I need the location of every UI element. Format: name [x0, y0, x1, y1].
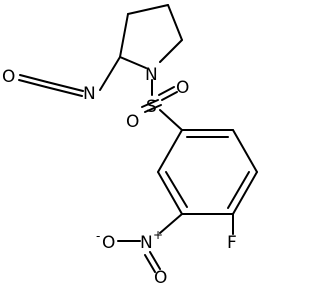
bond-n-o-double-a	[149, 251, 161, 270]
bond-c2-c3	[232, 129, 258, 173]
bond-n-c-iso-1	[46, 81, 84, 92]
benzene-ring	[157, 129, 258, 215]
bond-s-o1-b	[161, 91, 178, 101]
charge-o-nitro-1: -	[96, 229, 100, 243]
bond-c4-c5	[167, 4, 183, 41]
bond-n-o-double-b	[144, 254, 156, 273]
aromatic-inner-3	[165, 171, 188, 208]
atom-o-isocyanate: O	[2, 67, 15, 87]
sulfonyl-group	[141, 79, 183, 131]
bond-s-o2-a	[141, 99, 159, 108]
bond-c2-n-iso	[99, 56, 121, 91]
bond-c6-c1	[157, 129, 183, 173]
atom-o-nitro-2: O	[154, 268, 167, 283]
isocyanate-group	[18, 56, 121, 97]
bond-c5-n	[159, 39, 183, 63]
bond-c3-c4	[127, 4, 169, 15]
atom-s: S	[146, 97, 157, 117]
bond-s-o2-b	[144, 104, 162, 113]
bond-s-aryl	[159, 109, 183, 131]
structure-diagram: N S O O N O N + O - O F	[2, 4, 258, 283]
bond-c3-c4	[232, 171, 258, 215]
bond-s-o1-a	[158, 86, 175, 96]
pyrrolidine-ring	[119, 4, 183, 69]
bond-c2-c3	[119, 13, 129, 58]
atom-o-nitro-1: O	[102, 233, 115, 253]
atom-n-nitro: N	[140, 233, 153, 253]
atom-o-sulfonyl-1: O	[176, 78, 189, 98]
charge-n-nitro: +	[153, 228, 163, 242]
atom-n-ring: N	[145, 65, 158, 85]
bond-c5-c6	[157, 171, 183, 215]
aromatic-inner-2	[227, 171, 250, 209]
bond-c-n-nitro	[159, 213, 183, 234]
bond-n-c-iso-2	[45, 86, 83, 97]
nitro-group	[117, 213, 183, 273]
bond-c-o-iso-1	[19, 74, 48, 83]
atom-o-sulfonyl-2: O	[126, 112, 139, 132]
atom-n-isocyanate: N	[83, 84, 96, 104]
atom-f: F	[227, 233, 237, 253]
bond-c-o-iso-2	[18, 79, 47, 88]
bond-n-c2	[119, 56, 147, 69]
